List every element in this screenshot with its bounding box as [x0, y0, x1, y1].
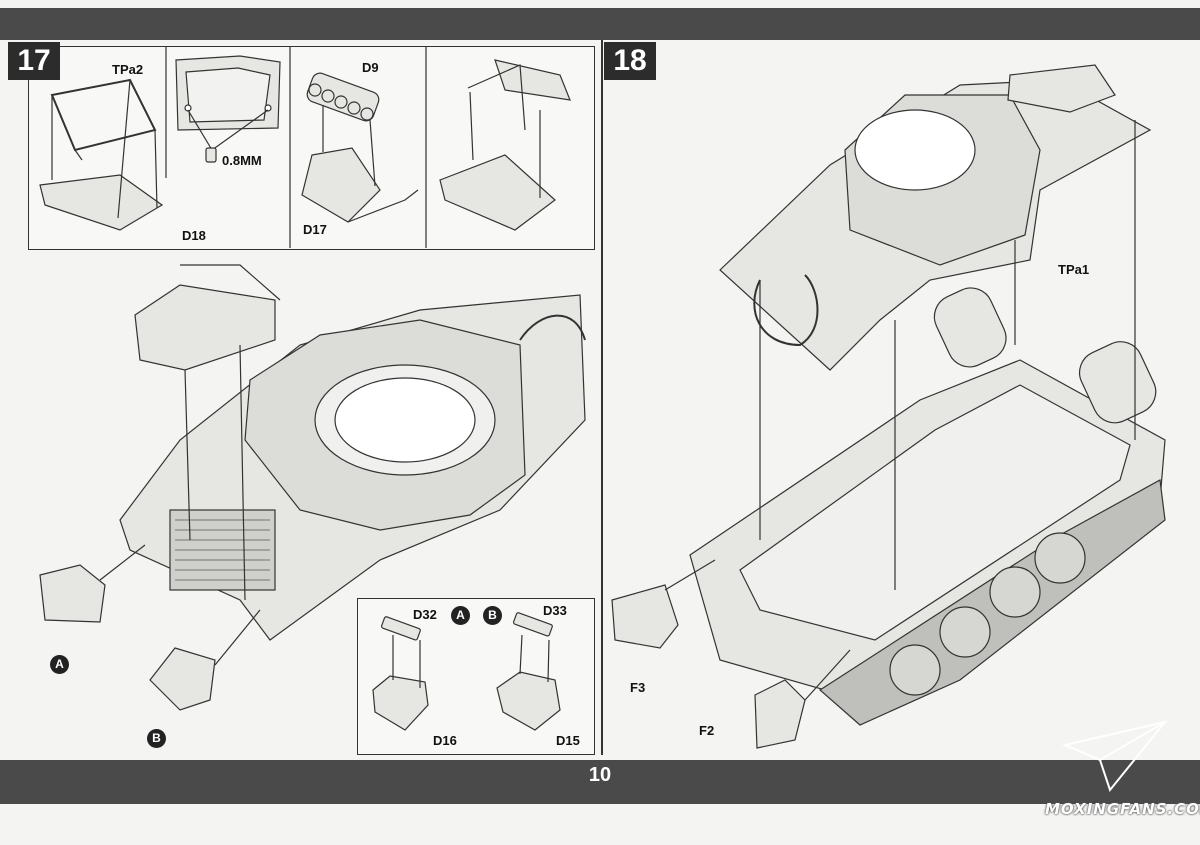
label-d16: D16	[433, 733, 457, 748]
step18-superstructure-drawing	[719, 64, 1152, 371]
page-number: 10	[588, 764, 612, 786]
label-d18: D18	[182, 228, 206, 243]
step18-hull-drawing	[611, 120, 1166, 749]
part-f2-fender	[754, 679, 806, 749]
part-f3-fender	[611, 584, 679, 649]
label-tpa1: TPa1	[1058, 262, 1090, 277]
label-d32: D32	[413, 607, 437, 622]
callout-b: B	[147, 729, 166, 748]
watermark-text: MOXINGFANS.COM	[1045, 800, 1200, 818]
label-d17: D17	[303, 222, 327, 237]
detail-a-drawing	[372, 616, 429, 731]
detail-circle-b: B	[483, 606, 502, 625]
label-f3: F3	[630, 680, 646, 695]
detail-circle-a: A	[451, 606, 470, 625]
bottom-band	[0, 760, 1200, 804]
detail-b-drawing	[496, 612, 561, 731]
d9-d17-drawing	[301, 72, 419, 223]
top-band	[0, 8, 1200, 40]
step-number-18: 18	[604, 42, 656, 80]
panel-divider	[601, 40, 603, 755]
label-d15: D15	[556, 733, 580, 748]
label-f2: F2	[699, 723, 715, 738]
label-tpa2: TPa2	[112, 62, 144, 77]
label-d33: D33	[543, 603, 567, 618]
step-number-17: 17	[8, 42, 60, 80]
watermark-logo-icon	[1061, 720, 1168, 793]
cover-tray-drawing	[439, 59, 571, 231]
label-d9: D9	[362, 60, 379, 75]
tray-hole-drawing	[175, 55, 281, 163]
part-a-cover	[39, 564, 106, 623]
d18-tray-drawing	[39, 78, 164, 231]
part-b-cover	[149, 647, 216, 711]
step17-hull-drawing	[39, 264, 586, 711]
callout-a: A	[50, 655, 69, 674]
label-0-8mm: 0.8MM	[222, 153, 262, 168]
